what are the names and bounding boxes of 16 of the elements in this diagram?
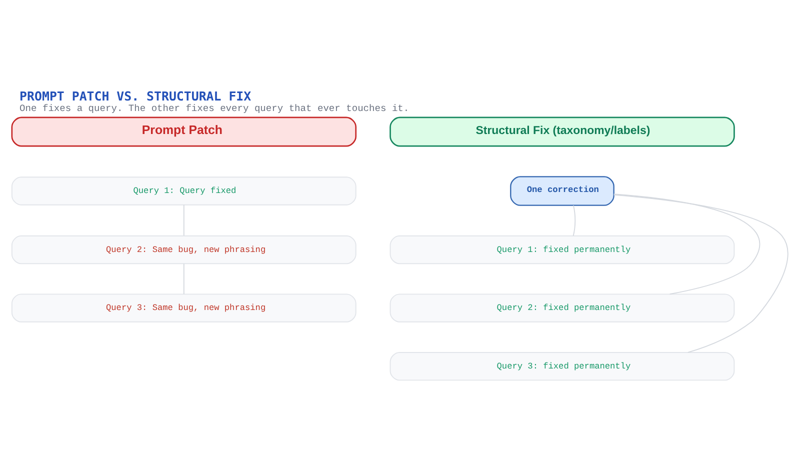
node-box: One correction [510, 176, 614, 206]
node-box: Query 2: fixed permanently [390, 293, 735, 322]
connector [613, 193, 760, 294]
connector [572, 204, 576, 236]
connector [183, 204, 184, 236]
node-box: Prompt Patch [11, 116, 357, 146]
node-box: Query 3: fixed permanently [390, 352, 735, 380]
connector [613, 194, 788, 352]
node-box: Structural Fix (taxonomy/labels) [390, 116, 735, 146]
node-box: Query 1: fixed permanently [390, 234, 735, 264]
node-box: Query 1: Query fixed [11, 176, 356, 205]
connector [183, 262, 184, 294]
caption: One fixes a query. The other fixes every query that ever touches it. [20, 102, 410, 114]
diagram-title: PROMPT PATCH VS. STRUCTURAL FIX [20, 88, 252, 104]
node-box: Query 3: Same bug, new phrasing [11, 293, 356, 322]
node-box: Query 2: Same bug, new phrasing [11, 234, 356, 264]
